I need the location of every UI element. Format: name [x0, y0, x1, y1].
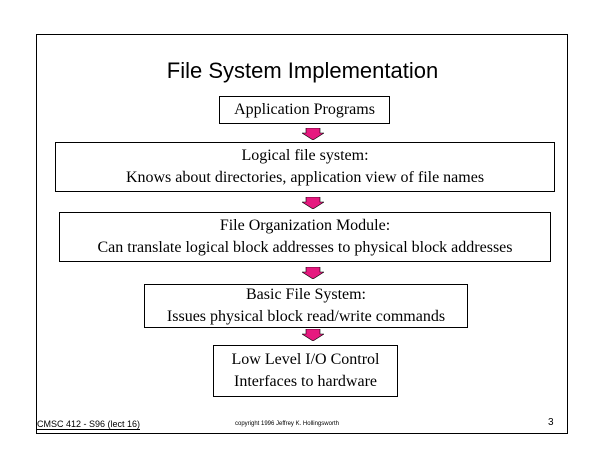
layer-line: Interfaces to hardware	[233, 373, 378, 390]
slide-frame	[36, 34, 568, 434]
page-number: 3	[548, 417, 554, 428]
layer-line: Application Programs	[234, 101, 375, 118]
course-label: CMSC 412 - S96 (lect 16)	[37, 419, 141, 430]
layer-line: Can translate logical block addresses to…	[97, 239, 513, 256]
layer-basic-file-system: Basic File System: Issues physical block…	[144, 284, 468, 328]
copyright-label: copyright 1996 Jeffrey K. Hollingsworth	[235, 421, 339, 427]
layer-line: Knows about directories, application vie…	[125, 169, 485, 186]
layer-line: Issues physical block read/write command…	[166, 308, 446, 325]
layer-line: Logical file system:	[241, 147, 369, 164]
layer-application-programs: Application Programs	[219, 96, 390, 124]
layer-line: Low Level I/O Control	[231, 351, 380, 368]
layer-file-organization-module: File Organization Module: Can translate …	[59, 212, 551, 262]
layer-line: Basic File System:	[246, 286, 366, 303]
down-arrow-icon	[302, 329, 324, 341]
layer-logical-file-system: Logical file system: Knows about directo…	[55, 142, 555, 192]
down-arrow-icon	[302, 128, 324, 140]
layer-line: File Organization Module:	[219, 217, 391, 234]
down-arrow-icon	[302, 197, 324, 209]
layer-low-level-io-control: Low Level I/O Control Interfaces to hard…	[213, 345, 398, 397]
slide-title: File System Implementation	[166, 58, 439, 83]
down-arrow-icon	[302, 267, 324, 279]
